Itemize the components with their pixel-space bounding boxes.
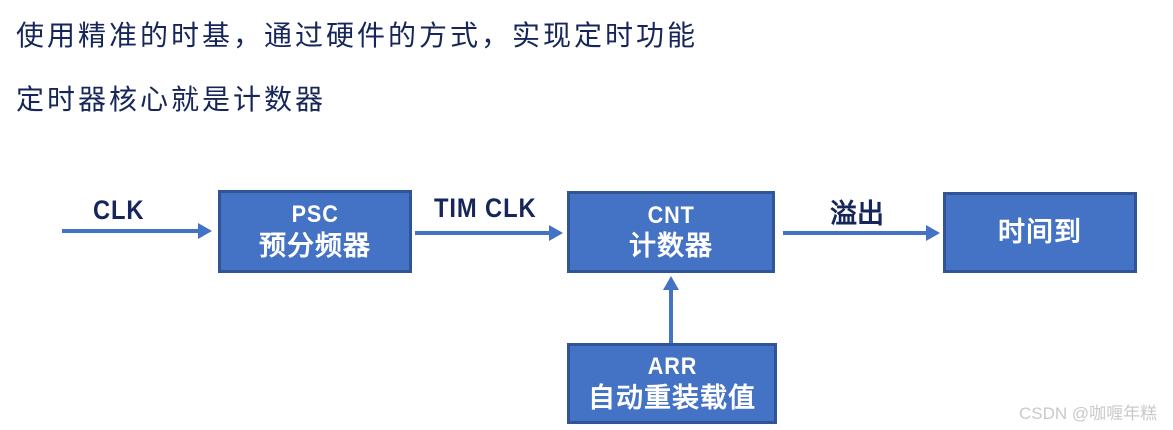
csdn-watermark: CSDN @咖喱年糕 (1019, 404, 1158, 423)
edge-label-clk: CLK (93, 195, 145, 225)
node-arr-auto-reload: ARR 自动重装载值 (567, 343, 777, 424)
arrow-psc-to-cnt-line (415, 231, 549, 235)
arrow-cnt-to-timeup-head-icon (926, 225, 940, 241)
node-cnt-abbr: CNT (647, 201, 695, 229)
edge-label-overflow: 溢出 (830, 199, 884, 229)
node-arr-name: 自动重装载值 (588, 382, 756, 413)
node-arr-abbr: ARR (647, 353, 697, 381)
node-time-up: 时间到 (943, 192, 1137, 273)
node-cnt-name: 计数器 (629, 231, 713, 262)
node-cnt-counter: CNT 计数器 (567, 191, 775, 273)
arrow-cnt-to-timeup-line (783, 231, 926, 235)
arrow-arr-to-cnt-line (669, 289, 673, 343)
arrow-clk-to-psc-line (62, 229, 198, 233)
node-psc-abbr: PSC (291, 201, 339, 229)
heading-line-2: 定时器核心就是计数器 (16, 84, 327, 115)
arrow-arr-to-cnt-head-icon (663, 276, 679, 290)
node-time-up-label: 时间到 (998, 217, 1082, 248)
arrow-clk-to-psc-head-icon (198, 223, 212, 239)
heading-line-1: 使用精准的时基，通过硬件的方式，实现定时功能 (16, 20, 699, 51)
edge-label-tim-clk: TIM CLK (434, 193, 537, 223)
node-psc-name: 预分频器 (259, 230, 371, 261)
node-psc-prescaler: PSC 预分频器 (218, 190, 412, 273)
arrow-psc-to-cnt-head-icon (549, 225, 563, 241)
